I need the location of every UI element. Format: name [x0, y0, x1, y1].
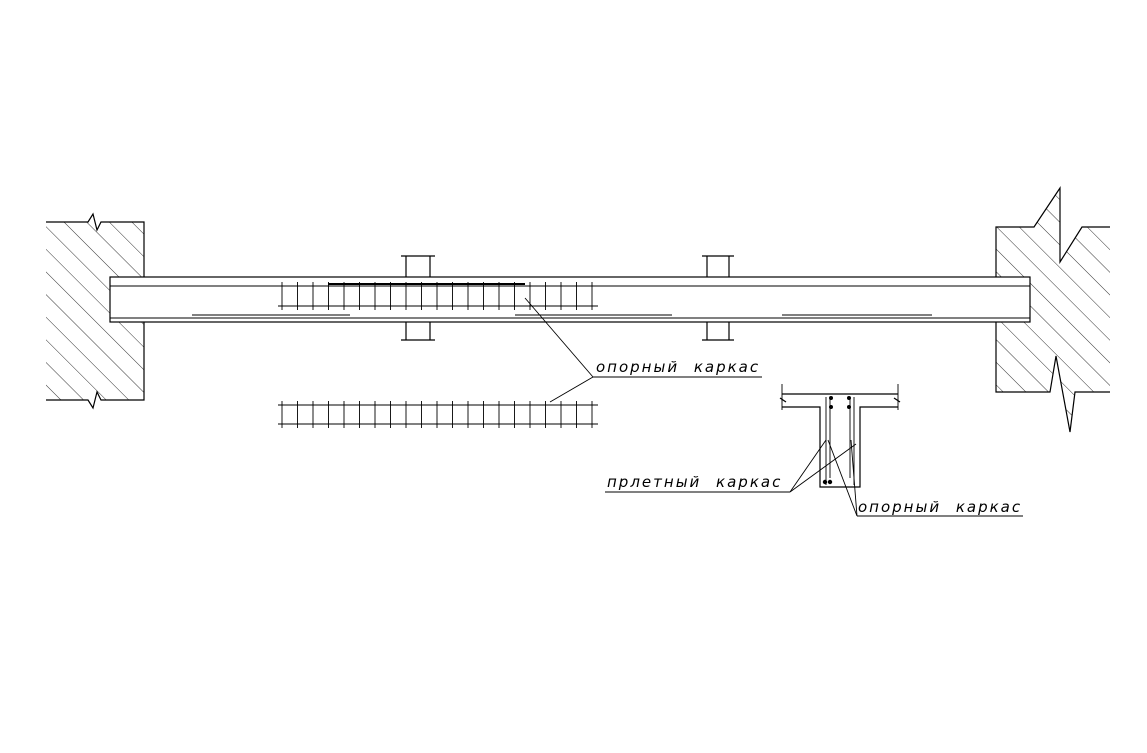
label-flat-cage: прлетный каркас	[607, 473, 782, 491]
leader-support-cage-section	[827, 439, 1023, 517]
support-cage-detail	[278, 401, 598, 428]
beam-elevation	[109, 276, 1031, 323]
leader-flat-cage	[605, 439, 857, 493]
left-wall	[46, 212, 145, 410]
leader-support-cage	[524, 297, 762, 403]
cross-beam-1	[401, 255, 435, 341]
t-section	[779, 384, 901, 488]
support-cage-in-beam	[278, 282, 598, 310]
cross-beam-2	[702, 255, 734, 341]
label-support-cage: опорный каркас	[596, 358, 760, 376]
label-support-cage-section: опорный каркас	[858, 498, 1022, 516]
right-wall	[995, 186, 1110, 433]
